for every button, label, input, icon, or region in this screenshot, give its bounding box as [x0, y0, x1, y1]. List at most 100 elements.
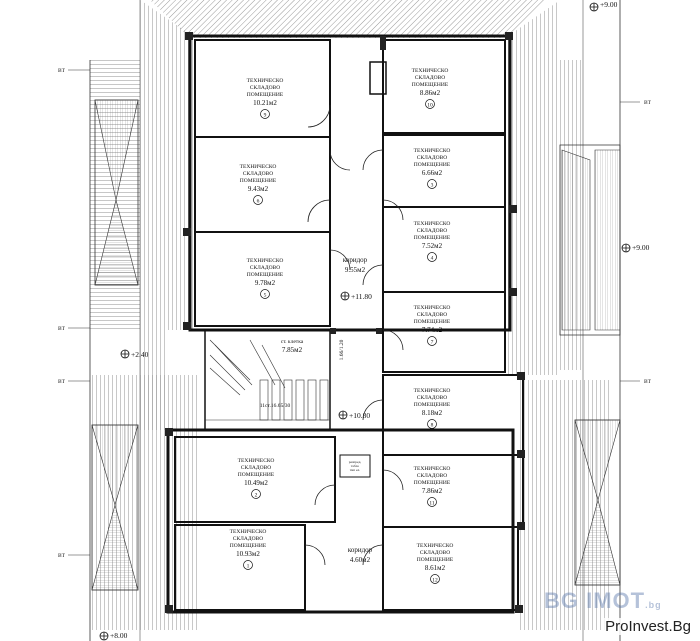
room-8-number-circle [427, 419, 437, 429]
room-2-line1: ТЕХНИЧЕСКО [238, 458, 275, 464]
watermark-logo: BG IMOT.bg [544, 588, 662, 613]
room-6-number: 6 [257, 199, 260, 205]
room-10-area: 8.86м2 [420, 89, 441, 97]
room-1-line1: ТЕХНИЧЕСКО [230, 529, 267, 535]
room-12-number: 12 [432, 578, 438, 584]
room-10-number: 10 [427, 103, 433, 109]
axis-tag-right-2: ВТ [644, 379, 652, 385]
room-7-number: 7 [431, 340, 434, 346]
room-8-area: 8.18м2 [422, 409, 443, 417]
roof-hatching [89, 0, 621, 641]
level-corridor-lower: +10.80 [349, 411, 370, 420]
room-11-area: 7.86м2 [422, 487, 443, 495]
structural-columns [165, 32, 525, 613]
room-9-line1: ТЕХНИЧЕСКО [247, 78, 284, 84]
panel-line-2: табло [351, 464, 360, 468]
room-2-area: 10.49м2 [244, 479, 268, 487]
stair-hall-area: 7.85м2 [282, 346, 303, 354]
panel-line-1: разпред. [349, 460, 362, 464]
room-1-line3: ПОМЕЩЕНИЕ [230, 543, 267, 549]
building-walls [166, 34, 524, 614]
room-11-line2: СКЛАДОВО [417, 473, 447, 479]
corridor-lower-area: 4.60м2 [350, 556, 371, 564]
axis-tag-left-2: ВТ [58, 326, 66, 332]
staircase [205, 339, 330, 421]
axis-tag-left-1: ВТ [58, 68, 66, 74]
level-markers [99, 2, 631, 641]
room-6-number-circle [253, 195, 263, 205]
door-swings [304, 104, 404, 566]
room-4-area: 7.52м2 [422, 242, 443, 250]
room-2-number-circle [251, 489, 261, 499]
axis-lines [68, 69, 640, 556]
level-top-right: +9.00 [600, 0, 618, 9]
axis-tag-left-3: ВТ [58, 379, 66, 385]
room-1-number: 1 [247, 564, 250, 570]
room-4-line2: СКЛАДОВО [417, 228, 447, 234]
level-bottom-left: +8.00 [110, 631, 128, 640]
level-corridor-upper: +11.80 [351, 292, 372, 301]
vertical-dimension: 1.66/1.20 [339, 339, 345, 360]
room-2-number: 2 [255, 493, 258, 499]
room-10-line2: СКЛАДОВО [415, 75, 445, 81]
room-11-number-circle [427, 497, 437, 507]
room-2-line3: ПОМЕЩЕНИЕ [238, 472, 275, 478]
room-8-line1: ТЕХНИЧЕСКО [414, 388, 451, 394]
corridor-upper-name: коридор [343, 256, 368, 264]
room-7-line1: ТЕХНИЧЕСКО [414, 305, 451, 311]
room-6-line1: ТЕХНИЧЕСКО [240, 164, 277, 170]
room-6-area: 9.43м2 [248, 185, 269, 193]
chimney-box [369, 61, 387, 95]
room-4-number-circle [427, 252, 437, 262]
stair-note: 11ст.16.65/30 [260, 403, 291, 409]
room-5-number-circle [260, 289, 270, 299]
room-5-line3: ПОМЕЩЕНИЕ [247, 272, 284, 278]
room-3-area: 6.66м2 [422, 169, 443, 177]
room-4-number: 4 [431, 256, 434, 262]
room-9-number-circle [260, 109, 270, 119]
room-7-line2: СКЛАДОВО [417, 312, 447, 318]
electrical-panel [339, 454, 371, 478]
room-11-line3: ПОМЕЩЕНИЕ [414, 480, 451, 486]
room-2-line2: СКЛАДОВО [241, 465, 271, 471]
room-6-line3: ПОМЕЩЕНИЕ [240, 178, 277, 184]
room-1-number-circle [243, 560, 253, 570]
level-left-mid: +2.40 [131, 350, 149, 359]
stair-hall-name: ст. клетка [281, 339, 304, 345]
axis-tag-right-1: ВТ [644, 100, 652, 106]
room-12-line3: ПОМЕЩЕНИЕ [417, 557, 454, 563]
room-9-line3: ПОМЕЩЕНИЕ [247, 92, 284, 98]
room-10-line1: ТЕХНИЧЕСКО [412, 68, 449, 74]
room-11-line1: ТЕХНИЧЕСКО [414, 466, 451, 472]
room-12-line1: ТЕХНИЧЕСКО [417, 543, 454, 549]
room-8-line2: СКЛАДОВО [417, 395, 447, 401]
room-3-number: 3 [431, 183, 434, 189]
room-7-line3: ПОМЕЩЕНИЕ [414, 319, 451, 325]
corridor-upper-area: 9.55м2 [345, 266, 366, 274]
room-5-number: 5 [264, 293, 267, 299]
watermark-site: ProInvest.Bg [602, 618, 694, 635]
corridor-lower-name: коридор [348, 546, 373, 554]
level-right-mid: +9.00 [632, 243, 650, 252]
room-3-number-circle [427, 179, 437, 189]
room-5-area: 9.78м2 [255, 279, 276, 287]
room-4-line3: ПОМЕЩЕНИЕ [414, 235, 451, 241]
room-4-line1: ТЕХНИЧЕСКО [414, 221, 451, 227]
room-7-area: 7.74м2 [422, 326, 443, 334]
room-3-line2: СКЛАДОВО [417, 155, 447, 161]
room-9-area: 10.21м2 [253, 99, 277, 107]
room-3-line3: ПОМЕЩЕНИЕ [414, 162, 451, 168]
room-5-line2: СКЛАДОВО [250, 265, 280, 271]
room-10-line3: ПОМЕЩЕНИЕ [412, 82, 449, 88]
room-1-line2: СКЛАДОВО [233, 536, 263, 542]
room-6-line2: СКЛАДОВО [243, 171, 273, 177]
room-12-number-circle [430, 574, 440, 584]
room-10-number-circle [425, 99, 435, 109]
room-12-area: 8.61м2 [425, 564, 446, 572]
room-8-number: 8 [431, 423, 434, 429]
room-11-number: 11 [429, 501, 435, 507]
room-9-number: 9 [264, 113, 267, 119]
room-8-line3: ПОМЕЩЕНИЕ [414, 402, 451, 408]
axis-tag-left-4: ВТ [58, 553, 66, 559]
